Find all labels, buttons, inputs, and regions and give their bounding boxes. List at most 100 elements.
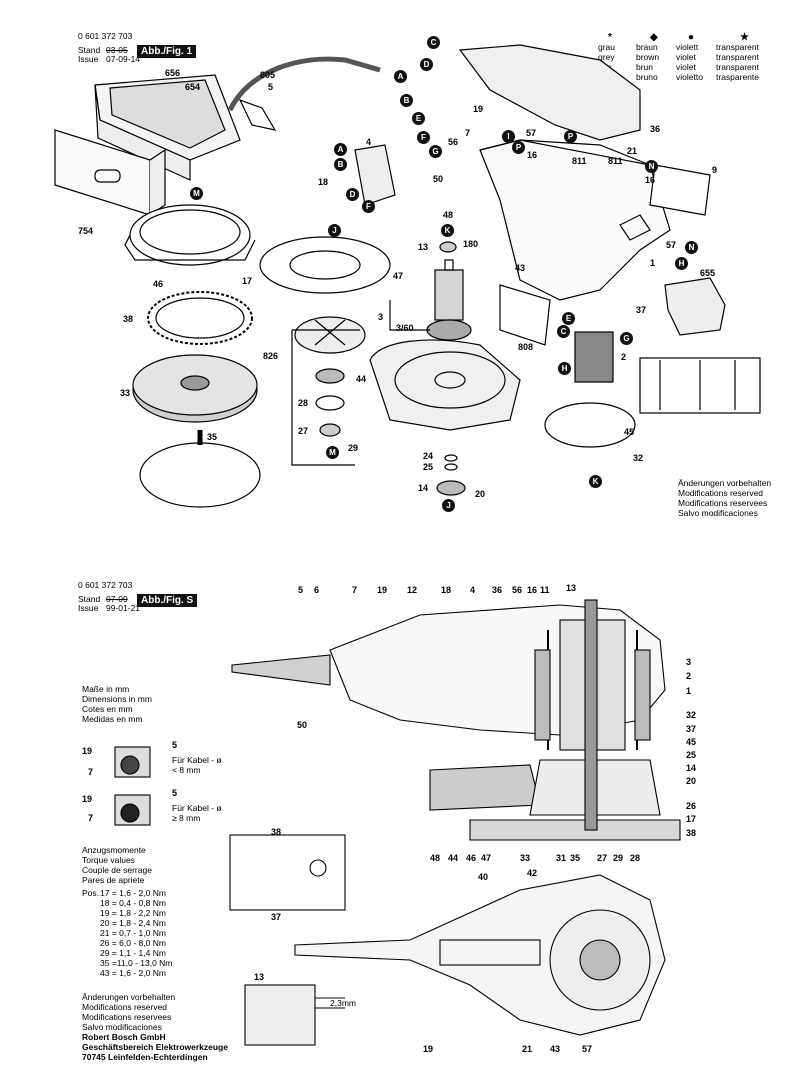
legend-symbol-brown: ◆ (650, 32, 658, 43)
section-label: 38 (271, 827, 282, 837)
part-label: 19 (473, 104, 484, 114)
part-label: 4 (366, 137, 372, 147)
section-label: 12 (407, 585, 418, 595)
legend-symbol-grey: * (608, 32, 612, 43)
dimensions-note: Maße in mm Dimensions in mm Cotes en mm … (82, 684, 152, 724)
torque-row: 29 = 1,1 - 1,4 Nm (100, 948, 166, 958)
marker-circle: D (420, 58, 433, 71)
part-label: 57 (666, 240, 677, 250)
marker-circle: G (620, 332, 633, 345)
part-label: 46 (153, 279, 164, 289)
section-label: 13 (254, 972, 265, 982)
section-label: 4 (470, 585, 476, 595)
section-label: 14 (686, 763, 697, 773)
company-line: 70745 Leinfelden-Echterdingen (82, 1052, 208, 1062)
marker-circle: C (557, 325, 570, 338)
torque-row: 35 =11,0 - 13,0 Nm (100, 958, 173, 968)
torque-row: 21 = 0,7 - 1,0 Nm (100, 928, 166, 938)
marker-circle: M (326, 446, 339, 459)
section-label: 2 (686, 671, 692, 681)
section-label: 48 (430, 853, 441, 863)
marker-circle: E (562, 312, 575, 325)
marker-circle: D (346, 188, 359, 201)
marker-circle: J (328, 224, 341, 237)
fig1-part-number: 0 601 372 703 (78, 31, 133, 41)
section-label: 7 (88, 813, 94, 823)
part-label: 20 (475, 489, 486, 499)
section-label: 36 (492, 585, 503, 595)
section-label: 7 (88, 767, 94, 777)
section-label: 33 (520, 853, 531, 863)
legend-cell: violetto (676, 72, 703, 82)
part-label: 14 (418, 483, 429, 493)
section-label: 19 (82, 794, 93, 804)
part-label: 656 (165, 68, 181, 78)
part-label: 24 (423, 451, 434, 461)
marker-circle: F (362, 200, 375, 213)
part-label: 27 (298, 426, 309, 436)
marker-circle: N (685, 241, 698, 254)
part-label: 16 (527, 150, 538, 160)
part-label: 811 (608, 156, 623, 166)
company-address: Robert Bosch GmbH Geschäftsbereich Elekt… (82, 1032, 228, 1062)
mod-line: Modifications reservees (82, 1012, 172, 1022)
mod-line: Änderungen vorbehalten (82, 992, 176, 1002)
legend-cell: transparent (716, 42, 759, 52)
fig1-stand-value: 03-05 (106, 45, 128, 55)
company-line: Robert Bosch GmbH (82, 1032, 166, 1042)
legend-cell: bruno (636, 72, 658, 82)
section-label: 43 (550, 1044, 561, 1054)
section-label: 5 (298, 585, 304, 595)
section-label: 57 (582, 1044, 593, 1054)
marker-circle: I (502, 130, 515, 143)
figS-label: Abb./Fig. S (137, 594, 198, 607)
part-label: 56 (448, 137, 459, 147)
section-label: 7 (352, 585, 358, 595)
legend-cell: transparent (716, 52, 759, 62)
section-label: 28 (630, 853, 641, 863)
part-label: 654 (185, 82, 201, 92)
legend-cell: violett (676, 42, 699, 52)
part-label: 47 (393, 271, 404, 281)
torque-row: 20 = 1,8 - 2,4 Nm (100, 918, 166, 928)
part-label: 826 (263, 351, 279, 361)
legend-cell: violet (676, 52, 696, 62)
section-label: 56 (512, 585, 523, 595)
dimension-callout: 2,3mm (330, 998, 356, 1008)
legend-cell: grau (598, 42, 616, 52)
mod-line: Modifications reservees (678, 498, 768, 508)
part-label: 16 (645, 175, 656, 185)
figS-stand-label: Stand (78, 594, 101, 604)
part-label: 43 (515, 263, 526, 273)
part-label: 36 (650, 124, 661, 134)
section-label: 21 (522, 1044, 533, 1054)
part-label: 50 (433, 174, 444, 184)
cable-line: Für Kabel - ø (172, 755, 222, 765)
section-label: 46 (466, 853, 477, 863)
torque-title-line: Torque values (82, 855, 135, 865)
marker-circle: M (190, 187, 203, 200)
fig1-stand-label: Stand (78, 45, 101, 55)
fig1-issue-label: Issue (78, 54, 99, 64)
torque-row: 17 = 1,6 - 2,0 Nm (100, 888, 166, 898)
section-label: 18 (441, 585, 452, 595)
marker-circle: B (400, 94, 413, 107)
cable-note-large: Für Kabel - ø ≥ 8 mm (172, 803, 222, 823)
section-label: 35 (570, 853, 581, 863)
part-label: 9 (712, 165, 718, 175)
legend-cell: brun (636, 62, 654, 72)
part-label: 655 (700, 268, 716, 278)
section-label: 1 (686, 686, 692, 696)
part-label: 754 (78, 226, 94, 236)
marker-circle: J (442, 499, 455, 512)
legend-cell: brown (636, 52, 660, 62)
cable-line: Für Kabel - ø (172, 803, 222, 813)
legend-cell: braun (636, 42, 658, 52)
section-label: 17 (686, 814, 697, 824)
legend-symbol-violet: ● (688, 32, 695, 43)
cable-note-small: Für Kabel - ø < 8 mm (172, 755, 222, 775)
section-label: 27 (597, 853, 608, 863)
section-label: 11 (540, 585, 550, 595)
marker-circle: F (417, 131, 430, 144)
